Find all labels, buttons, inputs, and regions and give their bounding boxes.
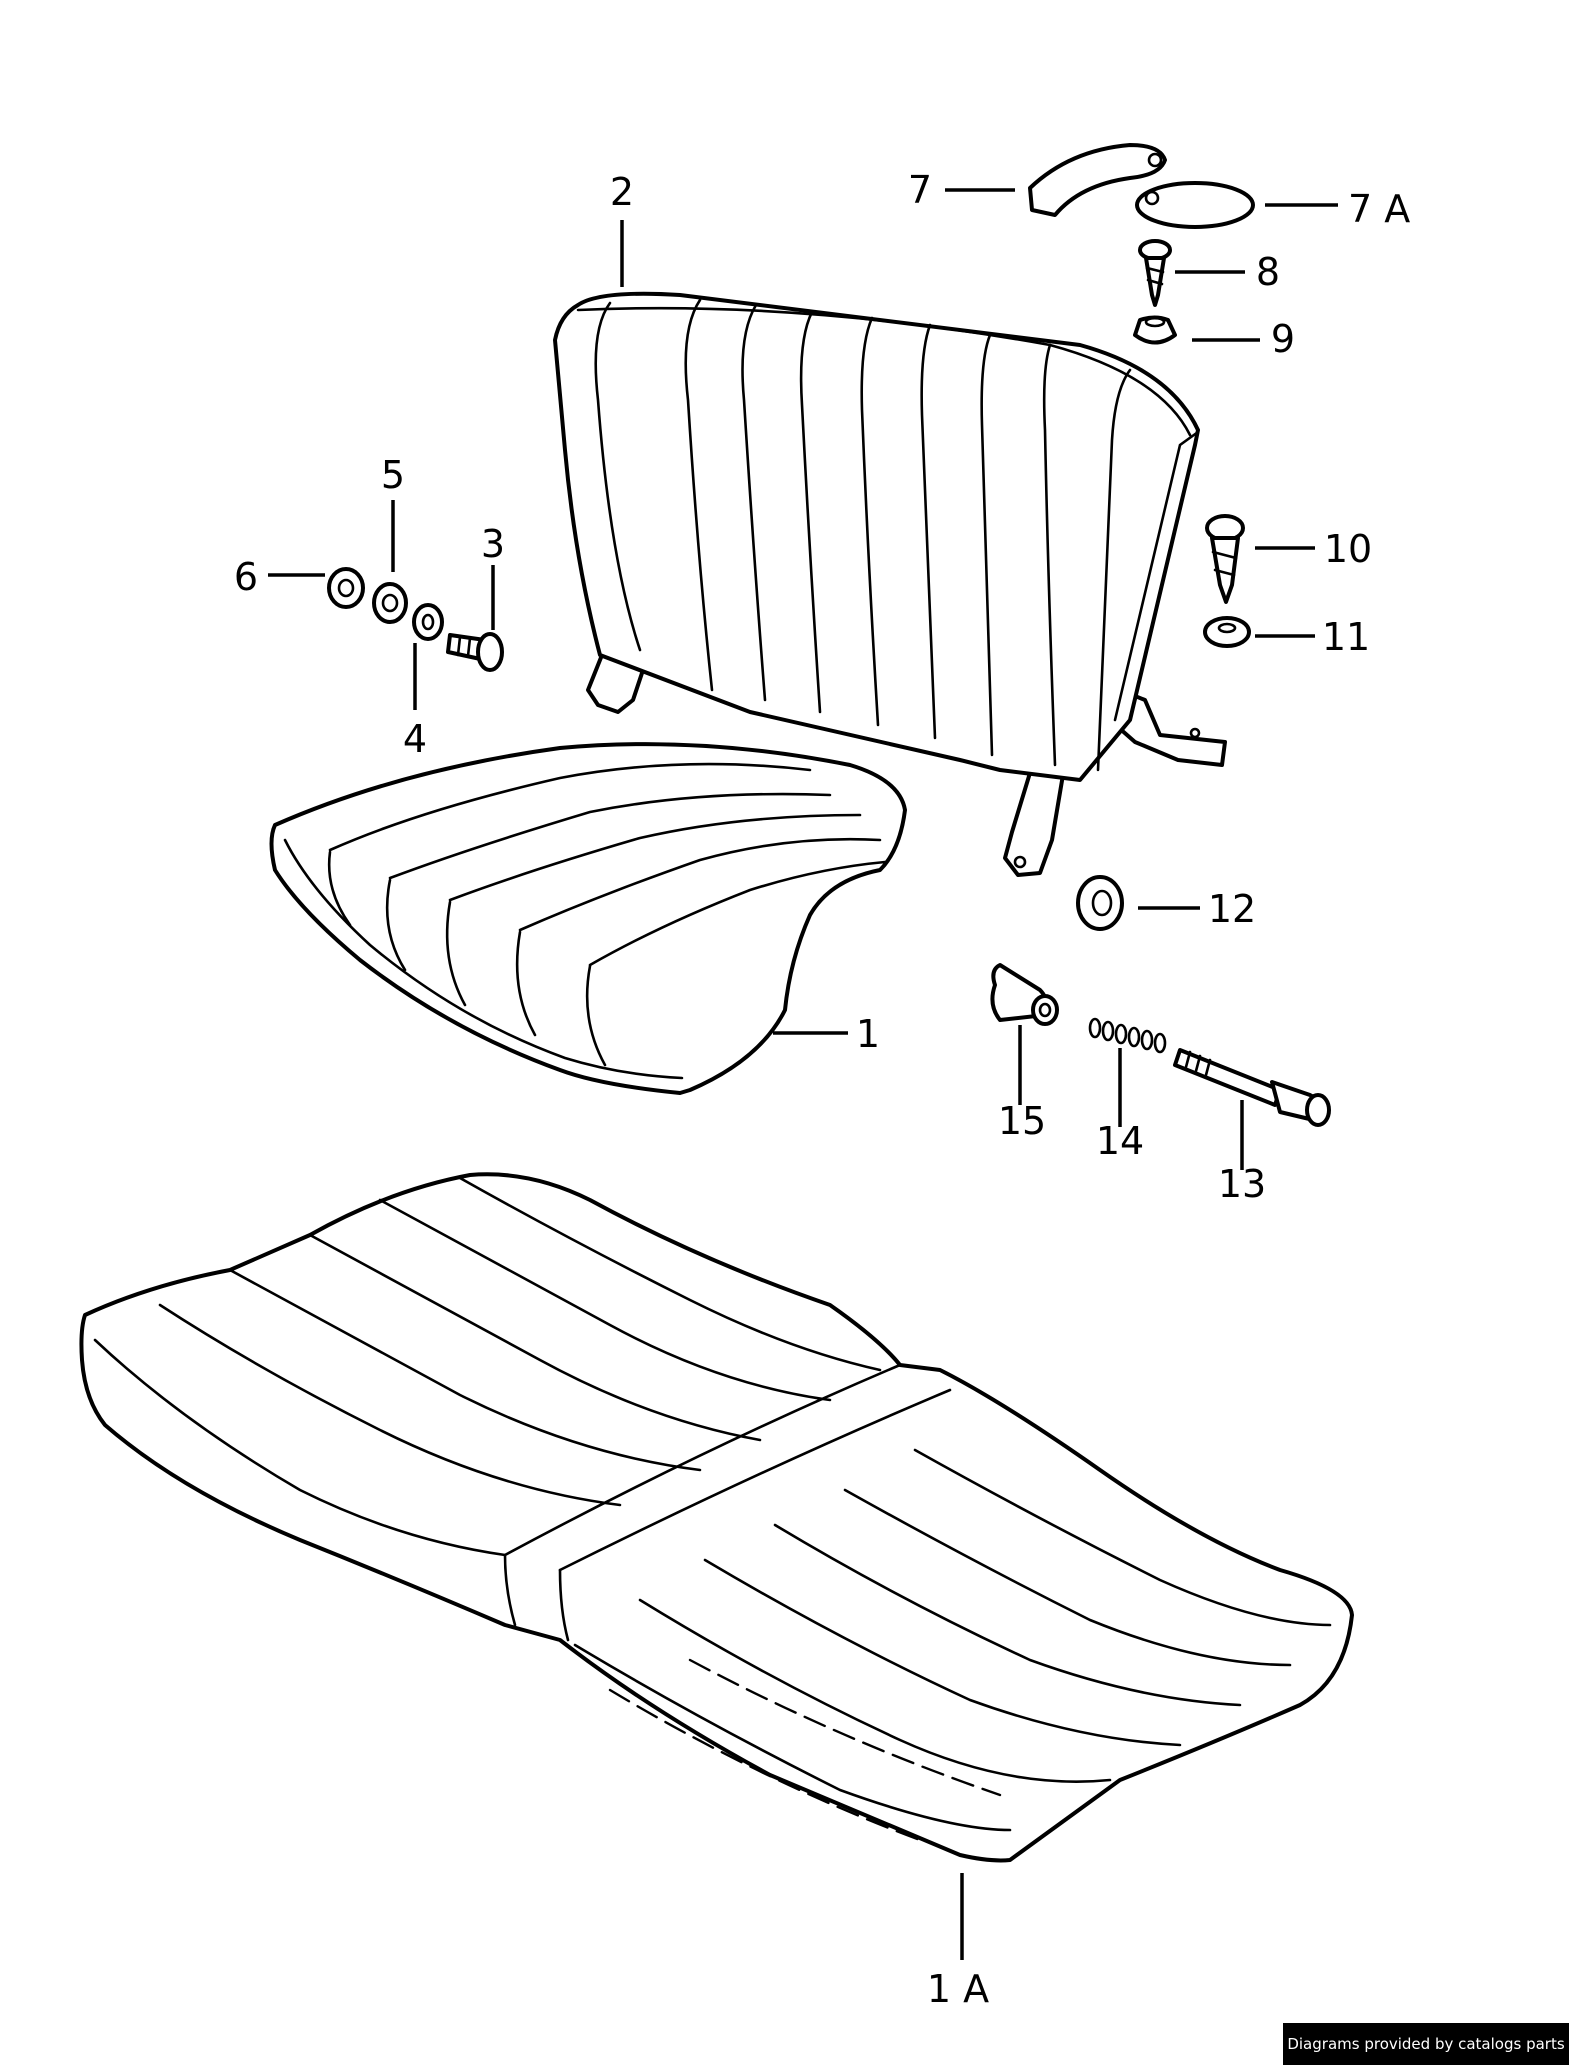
callout-3: 3 (481, 522, 505, 566)
credit-text: Diagrams provided by catalogs parts (1287, 2035, 1565, 2053)
callout-15: 15 (998, 1099, 1046, 1143)
part-7-strip (1028, 143, 1167, 217)
part-9-grommet (1133, 315, 1177, 345)
part-3-bolt (446, 632, 504, 672)
part-6-washer (327, 567, 365, 609)
part-13-pin (1173, 1048, 1331, 1127)
callout-2: 2 (610, 170, 634, 214)
part-4-washer (412, 603, 444, 641)
callout-12: 12 (1208, 887, 1256, 931)
callout-9: 9 (1271, 317, 1295, 361)
callout-8: 8 (1256, 250, 1280, 294)
part-15-sleeve (990, 963, 1059, 1026)
leader-lines (268, 188, 1338, 1960)
part-10-screw (1205, 514, 1245, 604)
part-8-screw (1138, 239, 1172, 307)
part-12-bushing (1076, 875, 1124, 931)
credit-footer: Diagrams provided by catalogs parts (1283, 2023, 1569, 2065)
part-14-spring (1088, 1017, 1167, 1054)
callout-4: 4 (403, 717, 427, 761)
callout-14: 14 (1096, 1119, 1144, 1163)
callout-1a: 1 A (927, 1967, 989, 2011)
callout-labels: 2 7 7 A 8 9 5 6 3 4 10 11 12 1 15 14 13 … (234, 168, 1410, 2011)
callout-10: 10 (1324, 527, 1372, 571)
part-7a-plate (1135, 181, 1255, 229)
callout-7: 7 (908, 168, 932, 212)
callout-13: 13 (1218, 1162, 1266, 1206)
part-5-washer (372, 582, 408, 624)
callout-6: 6 (234, 555, 258, 599)
callout-1: 1 (856, 1012, 880, 1056)
callout-11: 11 (1322, 615, 1370, 659)
seat-cushion (269, 742, 907, 1095)
callout-7a: 7 A (1348, 187, 1410, 231)
bench-cushion (79, 1172, 1354, 1863)
backrest (553, 291, 1227, 877)
callout-5: 5 (381, 453, 405, 497)
part-11-washer (1203, 616, 1251, 648)
